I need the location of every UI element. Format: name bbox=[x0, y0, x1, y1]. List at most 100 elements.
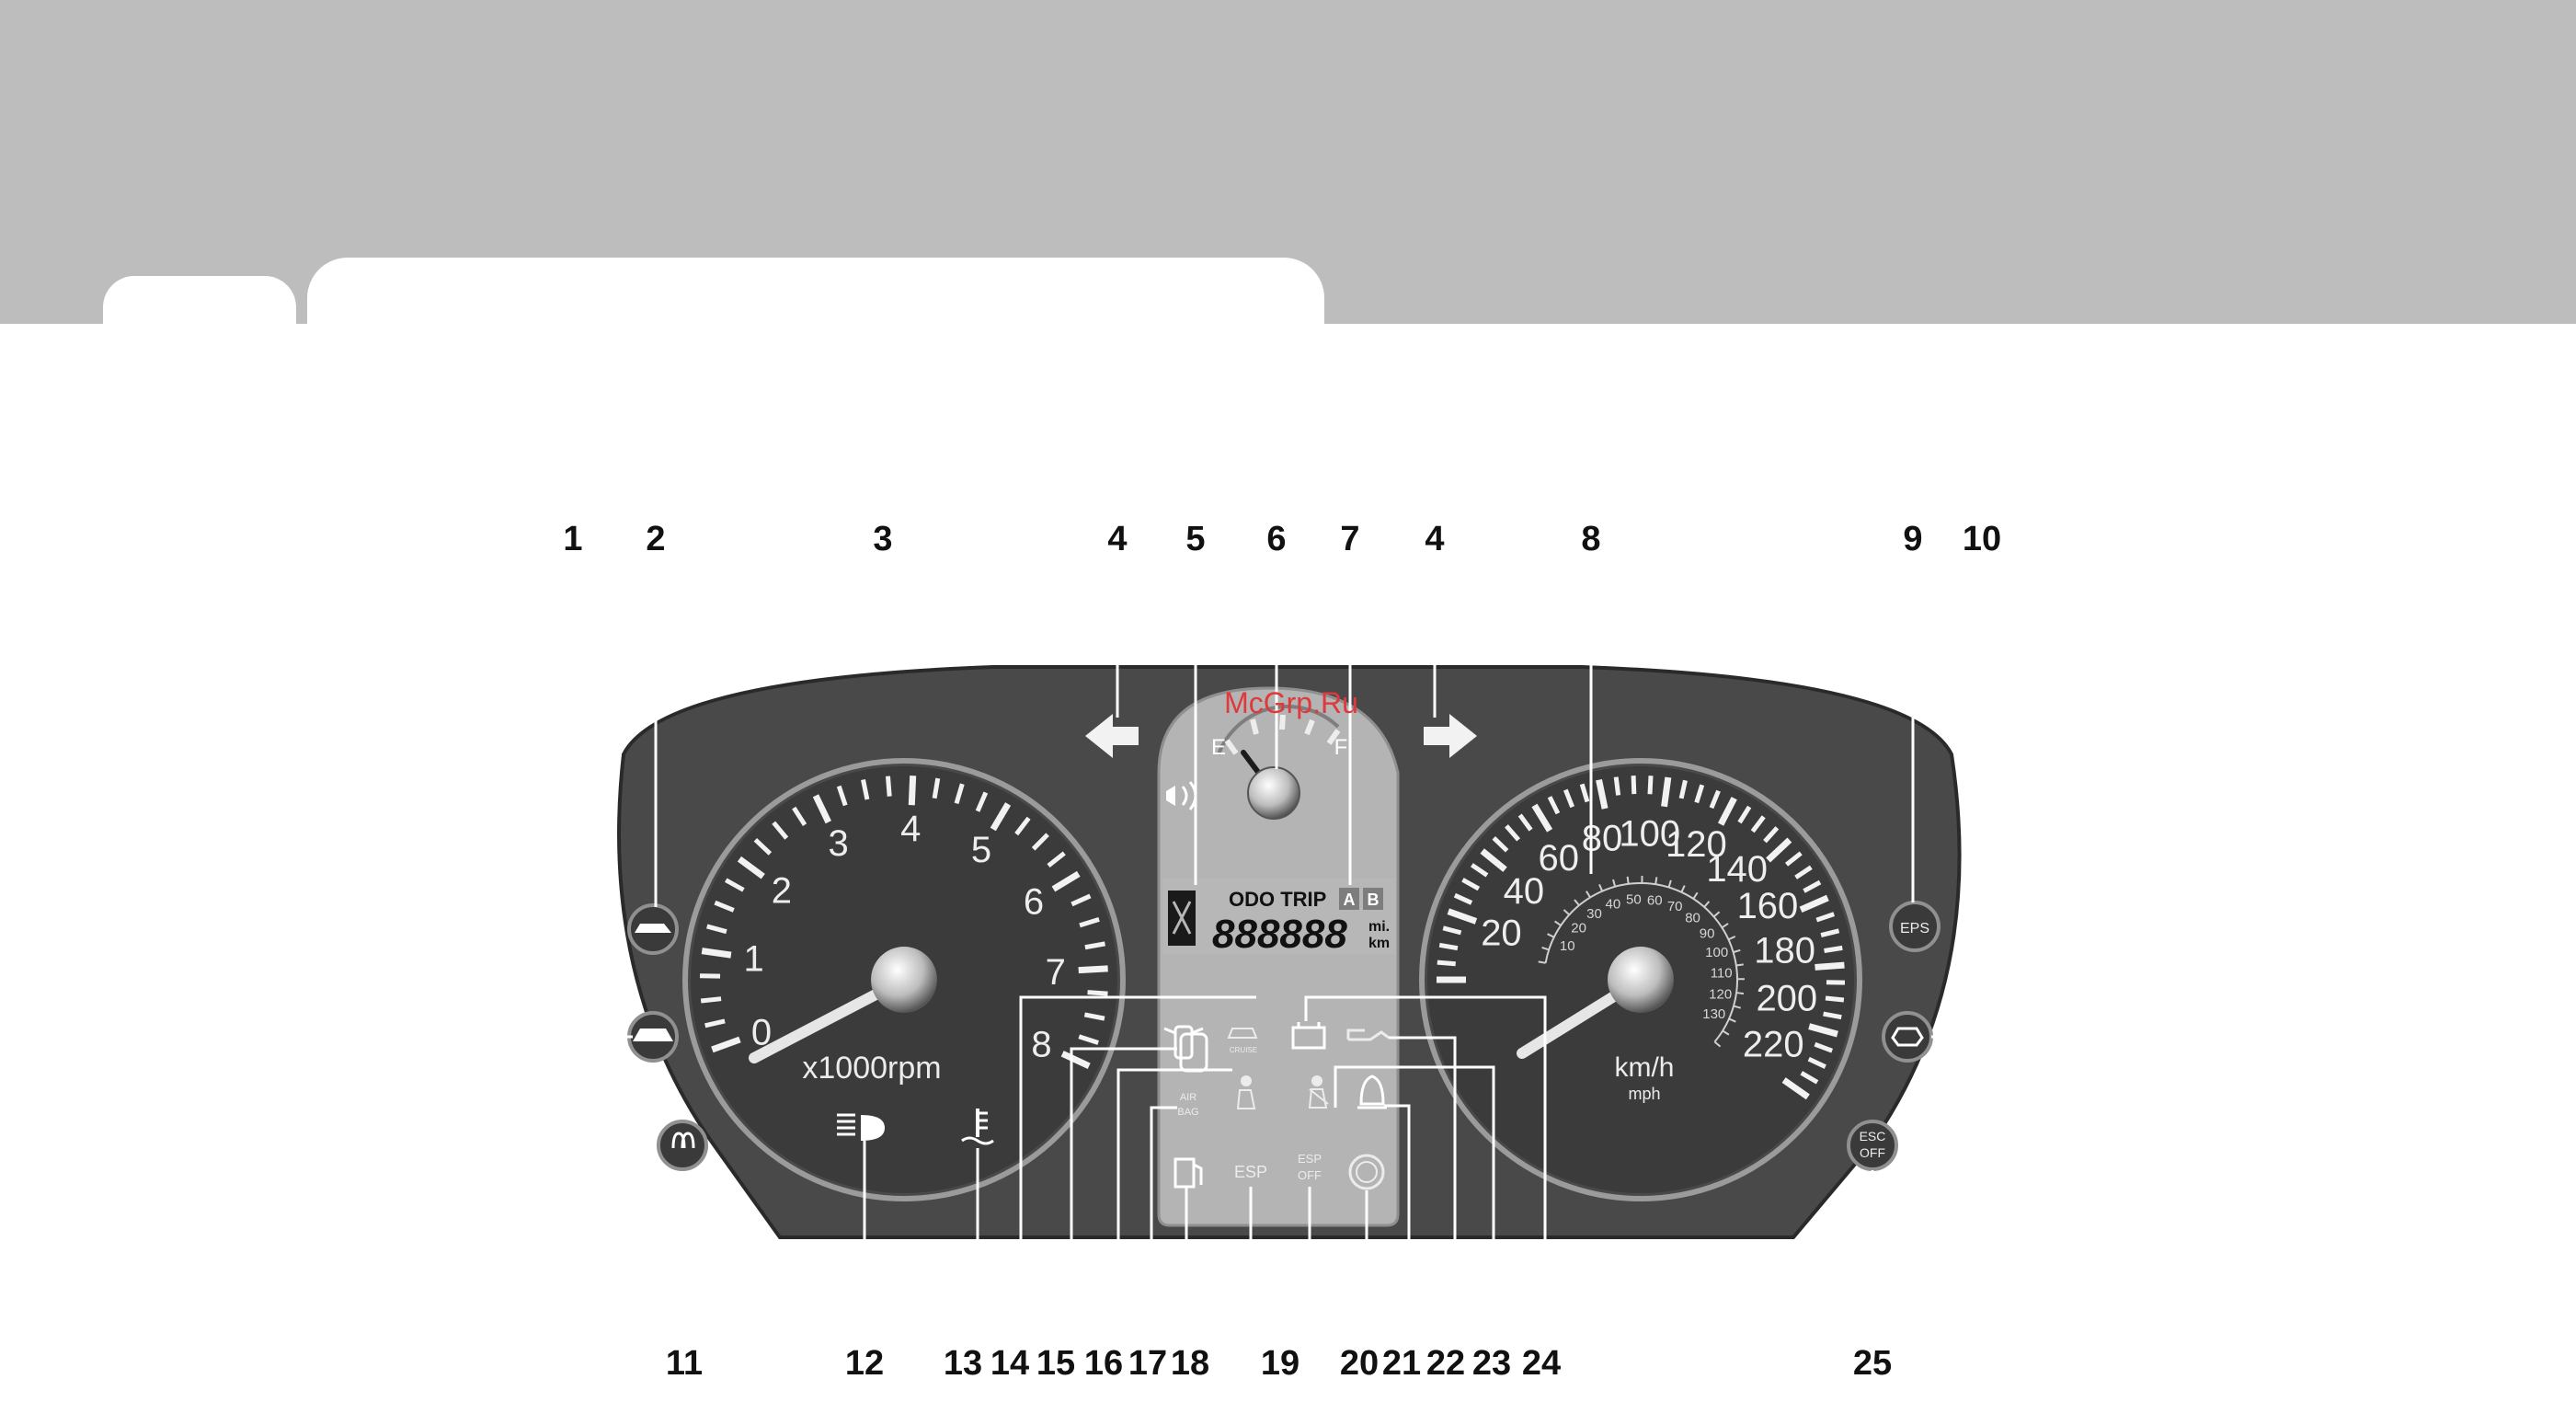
fuel-gauge-tick bbox=[1279, 714, 1286, 730]
callout-number: 1 bbox=[563, 520, 582, 558]
tachometer-tick bbox=[753, 837, 773, 856]
speedometer-mph-number: 60 bbox=[1647, 892, 1663, 908]
trip-a-box bbox=[1339, 888, 1359, 910]
tachometer-tick bbox=[706, 924, 727, 935]
air-bag-label-line2: BAG bbox=[1177, 1107, 1198, 1118]
tachometer-number: 3 bbox=[829, 823, 849, 864]
esp-label: ESP bbox=[1234, 1163, 1267, 1181]
door-open-icon-mark bbox=[1172, 901, 1192, 935]
speedometer-tick bbox=[1470, 863, 1489, 878]
tachometer-tick bbox=[704, 1018, 726, 1029]
tachometer-number: 1 bbox=[744, 939, 764, 980]
speedometer-mph-number: 20 bbox=[1571, 920, 1586, 936]
fuel-gauge-full-label: F bbox=[1334, 735, 1348, 760]
eps-label: EPS bbox=[1900, 921, 1929, 937]
speedometer-tick bbox=[1799, 894, 1829, 914]
esp-off-indicator-icon: ESP OFF bbox=[1298, 1152, 1322, 1182]
speedometer-tick bbox=[1800, 1071, 1819, 1085]
callout-number: 23 bbox=[1472, 1344, 1511, 1383]
mph-tick bbox=[1612, 879, 1617, 888]
speedometer-mph-number: 30 bbox=[1586, 906, 1602, 922]
fuel-gauge-empty-label: E bbox=[1211, 735, 1226, 760]
eps-warning-indicator: EPS bbox=[1889, 901, 1941, 952]
speedometer-tick bbox=[1807, 1056, 1826, 1069]
speedometer-kmh-number: 80 bbox=[1582, 819, 1623, 859]
center-panel bbox=[1157, 686, 1400, 1227]
tachometer-tick bbox=[1047, 851, 1066, 868]
tachometer-tick bbox=[990, 802, 1012, 832]
speedometer-tick bbox=[1596, 778, 1609, 810]
tachometer-tick bbox=[792, 806, 807, 826]
tachometer-tick bbox=[932, 777, 941, 799]
speedometer-tick bbox=[1815, 912, 1836, 923]
tachometer-tick bbox=[1070, 893, 1092, 907]
speedometer-kmh-number: 60 bbox=[1538, 838, 1579, 879]
speedometer-tick bbox=[1824, 945, 1843, 953]
leader-lines bbox=[571, 557, 1984, 1341]
mph-tick bbox=[1626, 876, 1630, 884]
speedometer-bezel bbox=[1419, 758, 1862, 1201]
speedometer-mph-number: 100 bbox=[1705, 945, 1728, 960]
tachometer-number: 6 bbox=[1024, 881, 1044, 922]
fog-light-indicator: ESC OFF bbox=[1847, 1120, 1898, 1171]
mph-tick bbox=[1735, 992, 1745, 995]
mph-tick bbox=[1586, 891, 1591, 899]
abs-warning-icon bbox=[1348, 1154, 1385, 1190]
callout-number: 3 bbox=[873, 520, 892, 558]
header-tab-small bbox=[103, 276, 296, 331]
mph-tick bbox=[1598, 883, 1604, 892]
speedometer-tick bbox=[1442, 925, 1462, 936]
low-fuel-warning-icon bbox=[1174, 1157, 1203, 1189]
callout-number: 25 bbox=[1853, 1344, 1892, 1383]
mph-tick bbox=[1735, 963, 1744, 967]
seat-belt-warning-icon bbox=[1308, 1075, 1329, 1109]
speedometer-tick bbox=[1820, 928, 1840, 938]
tachometer-tick bbox=[1079, 917, 1100, 928]
fuel-gauge-arc bbox=[1217, 705, 1340, 755]
tachometer-tick bbox=[1060, 1051, 1091, 1069]
mph-tick bbox=[1563, 909, 1571, 916]
header-tab-large bbox=[307, 258, 1324, 331]
tachometer-number: 2 bbox=[772, 870, 792, 911]
trip-b-box bbox=[1363, 888, 1383, 910]
speedometer-tick bbox=[1808, 1023, 1838, 1038]
mph-tick bbox=[1722, 1029, 1730, 1036]
speedometer-tick bbox=[1794, 865, 1813, 879]
tachometer-tick bbox=[772, 821, 789, 840]
speedometer-ticks bbox=[1437, 776, 1846, 1100]
speedometer-tick bbox=[1815, 961, 1845, 971]
callout-number: 15 bbox=[1036, 1344, 1075, 1383]
tachometer-bezel bbox=[682, 758, 1126, 1201]
tachometer-tick bbox=[975, 791, 989, 812]
speedometer-tick bbox=[1438, 942, 1459, 951]
tachometer-number: 8 bbox=[1031, 1025, 1051, 1065]
esp-off-label-line2: OFF bbox=[1298, 1168, 1322, 1182]
mph-tick bbox=[1574, 899, 1580, 906]
fuel-gauge-tick bbox=[1224, 739, 1239, 755]
speedometer-kmh-number: 40 bbox=[1504, 871, 1545, 912]
speedometer-kmh-number: 180 bbox=[1754, 930, 1815, 971]
speedometer-kmh-number: 200 bbox=[1756, 978, 1817, 1018]
speedometer-tick bbox=[1579, 783, 1590, 803]
esp-off-label-line1: ESP bbox=[1298, 1152, 1322, 1166]
tailgate-open-indicator bbox=[627, 1011, 679, 1063]
sound-indicator-icon bbox=[1166, 786, 1175, 806]
callout-number: 22 bbox=[1426, 1344, 1465, 1383]
brake-warning-bell-icon bbox=[1357, 1074, 1387, 1109]
speedometer-tick bbox=[1447, 908, 1478, 925]
lcd-odometer-digits: 888888 bbox=[1212, 912, 1347, 957]
tachometer-tick bbox=[954, 783, 965, 805]
speedometer-mph-number: 70 bbox=[1667, 899, 1683, 914]
speedometer-tick bbox=[1505, 824, 1520, 842]
speedometer-mph-number: 110 bbox=[1711, 965, 1733, 981]
speedometer-tick bbox=[1717, 797, 1737, 826]
tachometer-tick bbox=[1078, 965, 1108, 974]
tachometer-tick bbox=[861, 779, 870, 800]
speedometer-kmh-unit: km/h bbox=[1614, 1052, 1674, 1083]
callout-number: 17 bbox=[1128, 1344, 1167, 1383]
tachometer-tick bbox=[711, 1036, 741, 1053]
cruise-label: CRUISE bbox=[1230, 1046, 1257, 1054]
esc-off-label-line1: ESC bbox=[1860, 1129, 1886, 1143]
